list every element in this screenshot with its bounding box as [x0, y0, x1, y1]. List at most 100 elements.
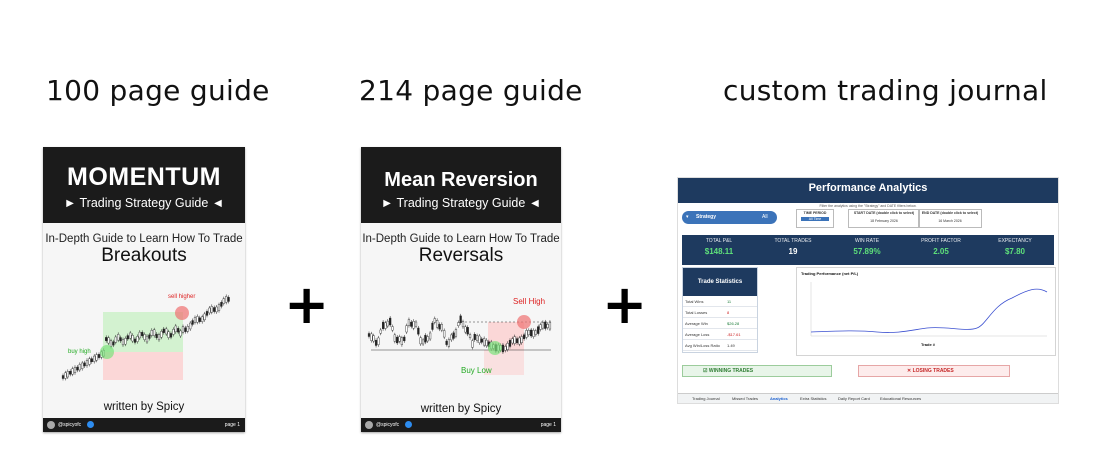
candle-body: [513, 336, 516, 344]
strategy-value: All: [762, 214, 768, 220]
candle-body: [440, 324, 443, 331]
candle-body: [184, 327, 187, 332]
candle-body: [141, 332, 144, 337]
reversal-chart: Sell High Buy Low: [367, 297, 552, 375]
candle-body: [205, 311, 209, 316]
kpi-value: 2.05: [933, 247, 949, 256]
candle-body: [396, 336, 399, 344]
cover-tagline: In-Depth Guide to Learn How To Trade: [362, 233, 560, 245]
plus-sign-1: +: [284, 273, 330, 336]
candle-body: [544, 321, 547, 329]
cover-title: Mean Reversion: [384, 169, 538, 191]
candle-body: [169, 333, 173, 338]
kpi-label: TOTAL TRADES: [774, 238, 812, 244]
stat-label: Average Loss: [685, 332, 710, 337]
start-date-box[interactable]: START DATE (double click to select) 18 F…: [848, 209, 920, 228]
candle-body: [196, 316, 199, 323]
candle-body: [138, 331, 141, 339]
kpi-profit-factor: PROFIT FACTOR 2.05: [906, 238, 976, 256]
candle-body: [126, 335, 129, 340]
candle-body: [424, 334, 427, 343]
candle-body: [478, 335, 481, 344]
kpi-total-pnl: TOTAL P&L $148.11: [684, 238, 754, 256]
tab-analytics[interactable]: Analytics: [770, 396, 788, 401]
candle-body: [391, 326, 394, 331]
verified-icon: [87, 421, 94, 428]
avatar: [47, 421, 55, 429]
candle-body: [133, 338, 137, 343]
candle-body: [174, 325, 177, 333]
candle-body: [527, 330, 530, 336]
candle-body: [186, 326, 189, 332]
candle-body: [124, 338, 127, 345]
tab-educational-resources[interactable]: Educational Resources: [880, 396, 922, 401]
candle-body: [511, 338, 514, 344]
winning-trades-banner: ☑ WINNING TRADES: [682, 365, 832, 377]
cover-header: Mean Reversion ► Trading Strategy Guide …: [361, 147, 561, 223]
candle-body: [454, 329, 458, 337]
time-period-box[interactable]: TIME PERIOD All Time: [796, 209, 834, 228]
candle-body: [530, 329, 533, 337]
tab-missed-trades[interactable]: Missed Trades: [732, 396, 759, 401]
close-icon: ✕: [907, 368, 912, 374]
candle-body: [136, 336, 139, 342]
candle-body: [69, 371, 72, 375]
stat-value: 1.49: [727, 343, 735, 348]
end-date-label: END DATE (double click to select): [921, 211, 979, 215]
trading-journal-screenshot: Performance Analytics Filter the analyti…: [677, 177, 1059, 404]
candle-body: [525, 330, 528, 338]
candle-body: [459, 315, 462, 323]
losing-trades-banner: ✕ LOSING TRADES: [858, 365, 1010, 377]
stat-label: Avg Win/Loss Ratio: [685, 343, 720, 348]
table-row: Average Loss-$17.61: [683, 329, 757, 340]
candle-body: [150, 330, 153, 336]
candle-body: [539, 324, 542, 330]
strategy-filter[interactable]: ▾ Strategy All: [682, 211, 777, 224]
table-row: Average Win$26.28: [683, 318, 757, 329]
candle-body: [428, 332, 432, 340]
stats-title: Trade Statistics: [683, 268, 757, 296]
candle-body: [117, 334, 120, 341]
sheet-note: Filter the analytics using the "Strategy…: [819, 204, 917, 208]
end-date-box[interactable]: END DATE (double click to select) 16 Mar…: [918, 209, 982, 228]
candle-body: [148, 334, 151, 339]
chart-label-low: buy high: [68, 349, 91, 355]
candle-body: [165, 328, 168, 335]
candle-body: [145, 335, 149, 343]
candle-body: [370, 333, 373, 341]
candle-body: [417, 327, 420, 335]
time-period-label: TIME PERIOD: [803, 211, 827, 215]
chart-title: Trading Performance (net P/L): [801, 271, 859, 276]
candle-body: [162, 328, 165, 333]
candle-body: [473, 334, 476, 340]
candle-body: [426, 336, 429, 342]
stat-value: 11: [727, 299, 732, 304]
candle-body: [412, 321, 415, 329]
candle-body: [548, 321, 552, 330]
candle-body: [445, 340, 448, 345]
tab-trading-journal[interactable]: Trading Journal: [692, 396, 720, 401]
verified-icon: [405, 421, 412, 428]
page-number: page 1: [224, 422, 240, 428]
candle-body: [475, 335, 479, 341]
candle-body: [203, 313, 206, 321]
candle-body: [405, 325, 408, 333]
author-handle: @spicyofc: [376, 422, 400, 428]
tab-extra-statistics[interactable]: Extra Statistics: [800, 396, 827, 401]
candle-body: [129, 332, 132, 339]
candle-body: [112, 341, 115, 346]
tab-daily-report-card[interactable]: Daily Report Card: [838, 396, 870, 401]
sheet-title: Performance Analytics: [678, 178, 1058, 203]
candle-body: [393, 334, 396, 342]
candle-body: [433, 318, 436, 323]
candle-body: [189, 322, 192, 330]
candle-body: [143, 334, 146, 340]
page-number: page 1: [540, 422, 556, 428]
candle-body: [483, 338, 486, 346]
end-date-value: 16 March 2026: [938, 219, 962, 223]
candle-body: [210, 306, 213, 313]
candle-body: [97, 354, 101, 358]
candle-body: [172, 329, 175, 335]
candle-body: [155, 333, 158, 338]
candle-body: [225, 296, 228, 303]
